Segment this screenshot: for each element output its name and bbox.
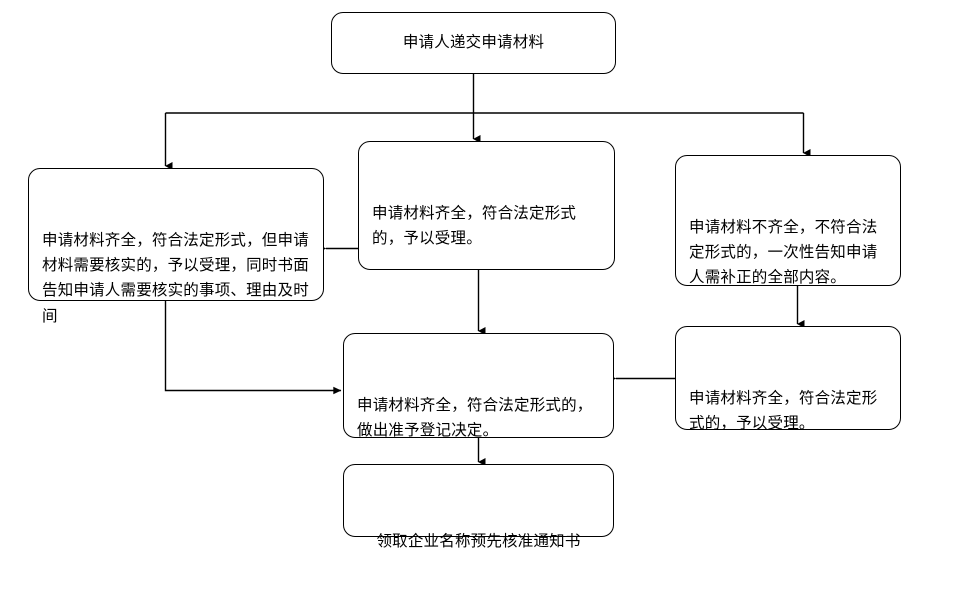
node-accept-after-correction[interactable]: 申请材料齐全，符合法定形式的，予以受理。 — [675, 326, 901, 432]
node-submit-application-label: 申请人递交申请材料 — [402, 33, 545, 52]
node-incomplete-materials-notice[interactable]: 申请材料不齐全，不符合法定形式的，一次性告知申请人需补正的全部内容。 — [675, 155, 901, 286]
node-approve-registration-decision-label: 申请材料齐全，符合法定形式的，做出准予登记决定。 — [357, 396, 593, 440]
node-submit-application[interactable]: 申请人递交申请材料 — [331, 12, 616, 74]
node-collect-approval-notice[interactable]: 领取企业名称预先核准通知书 — [343, 464, 614, 550]
node-accept-complete-materials-label: 申请材料齐全，符合法定形式的，予以受理。 — [372, 204, 577, 248]
node-accept-complete-materials[interactable]: 申请材料齐全，符合法定形式的，予以受理。 — [358, 141, 615, 270]
node-approve-registration-decision[interactable]: 申请材料齐全，符合法定形式的，做出准予登记决定。 — [343, 333, 614, 439]
node-accept-after-correction-label: 申请材料齐全，符合法定形式的，予以受理。 — [689, 389, 878, 433]
node-accept-pending-verification[interactable]: 申请材料齐全，符合法定形式，但申请材料需要核实的，予以受理，同时书面告知申请人需… — [28, 168, 324, 325]
node-incomplete-materials-notice-label: 申请材料不齐全，不符合法定形式的，一次性告知申请人需补正的全部内容。 — [689, 218, 878, 287]
node-accept-pending-verification-label: 申请材料齐全，符合法定形式，但申请材料需要核实的，予以受理，同时书面告知申请人需… — [42, 231, 309, 325]
node-collect-approval-notice-label: 领取企业名称预先核准通知书 — [376, 532, 581, 551]
